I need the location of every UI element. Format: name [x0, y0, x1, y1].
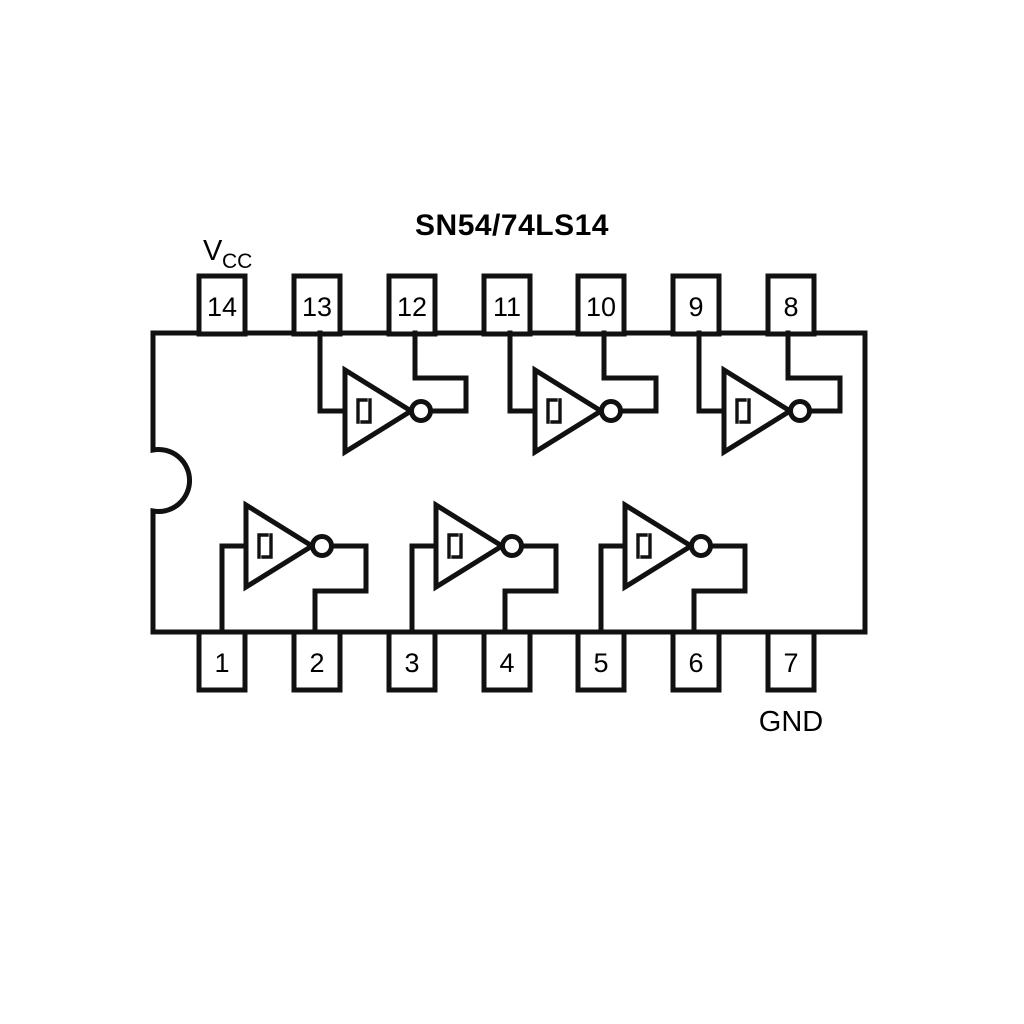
top-pin-tabs: 14 13 12 11 10 [196, 273, 817, 337]
pin-tab-4[interactable]: 4 [481, 629, 533, 693]
vcc-label-main: V [203, 235, 223, 267]
gnd-label: GND [759, 706, 823, 738]
gate-4-hysteresis-symbol [735, 398, 751, 424]
pin-number-2: 2 [309, 648, 324, 678]
gate-1-inversion-bubble [310, 534, 334, 558]
gate-2-hysteresis-symbol [447, 533, 463, 559]
pin-tab-5[interactable]: 5 [575, 629, 627, 693]
gate-4 [696, 330, 843, 457]
gate-6-input-wire [317, 330, 348, 414]
gate-6-output-wire [412, 330, 469, 414]
gate-2-inversion-bubble [500, 534, 524, 558]
pin-tab-14[interactable]: 14 [196, 273, 248, 337]
pin-number-13: 13 [302, 292, 332, 322]
pin-tab-1[interactable]: 1 [196, 629, 248, 693]
ic-body-outline [150, 330, 868, 635]
pin-number-6: 6 [688, 648, 703, 678]
pin-number-7: 7 [783, 648, 798, 678]
gate-3-triangle [622, 500, 696, 592]
pin-tab-13[interactable]: 13 [291, 273, 343, 337]
gate-3-input-wire [598, 543, 628, 635]
gate-3-inversion-bubble [689, 534, 713, 558]
bottom-pin-tabs: 1 2 3 4 5 [196, 629, 817, 693]
gate-6-triangle [342, 365, 416, 457]
pin-number-10: 10 [586, 292, 616, 322]
gate-3-output-wire [691, 543, 748, 635]
gate-6-hysteresis-symbol [356, 398, 372, 424]
pin-tab-6[interactable]: 6 [670, 629, 722, 693]
pin-tab-3[interactable]: 3 [386, 629, 438, 693]
gate-4-triangle [721, 365, 795, 457]
pin-number-11: 11 [493, 292, 521, 322]
gate-5-hysteresis-symbol [546, 398, 562, 424]
pin-tab-2[interactable]: 2 [291, 629, 343, 693]
pin-tab-7[interactable]: 7 [765, 629, 817, 693]
gate-2 [409, 500, 559, 635]
pin-number-1: 1 [214, 648, 229, 678]
gate-1-triangle [243, 500, 317, 592]
pin-number-4: 4 [499, 648, 514, 678]
gate-3 [598, 500, 748, 635]
pin-number-14: 14 [207, 292, 237, 322]
pin-number-9: 9 [688, 292, 703, 322]
vcc-label-subscript: CC [222, 250, 252, 273]
gate-2-input-wire [409, 543, 439, 635]
pin-tab-10[interactable]: 10 [575, 273, 627, 337]
gate-2-output-wire [502, 543, 559, 635]
gate-3-hysteresis-symbol [636, 533, 652, 559]
pin-number-12: 12 [397, 292, 427, 322]
gate-5-input-wire [507, 330, 538, 414]
gate-5-inversion-bubble [599, 399, 623, 423]
gate-1 [219, 500, 369, 635]
gate-2-triangle [433, 500, 507, 592]
gate-4-output-wire [785, 330, 843, 414]
gate-1-output-wire [312, 543, 369, 635]
gate-4-inversion-bubble [788, 399, 812, 423]
gate-1-hysteresis-symbol [257, 533, 273, 559]
gate-5-triangle [532, 365, 606, 457]
gate-6 [317, 330, 469, 457]
page-title: SN54/74LS14 [415, 209, 609, 242]
gate-5-output-wire [601, 330, 659, 414]
gate-6-inversion-bubble [409, 399, 433, 423]
gate-4-input-wire [696, 330, 727, 414]
gate-1-input-wire [219, 543, 249, 635]
pin-tab-11[interactable]: 11 [481, 273, 533, 337]
pin-number-3: 3 [404, 648, 419, 678]
pin-number-8: 8 [783, 292, 798, 322]
pin-number-5: 5 [593, 648, 608, 678]
pin-tab-8[interactable]: 8 [765, 273, 817, 337]
vcc-label: V CC [203, 235, 252, 273]
gate-5 [507, 330, 659, 457]
pin-tab-9[interactable]: 9 [670, 273, 722, 337]
pin-tab-12[interactable]: 12 [386, 273, 438, 337]
